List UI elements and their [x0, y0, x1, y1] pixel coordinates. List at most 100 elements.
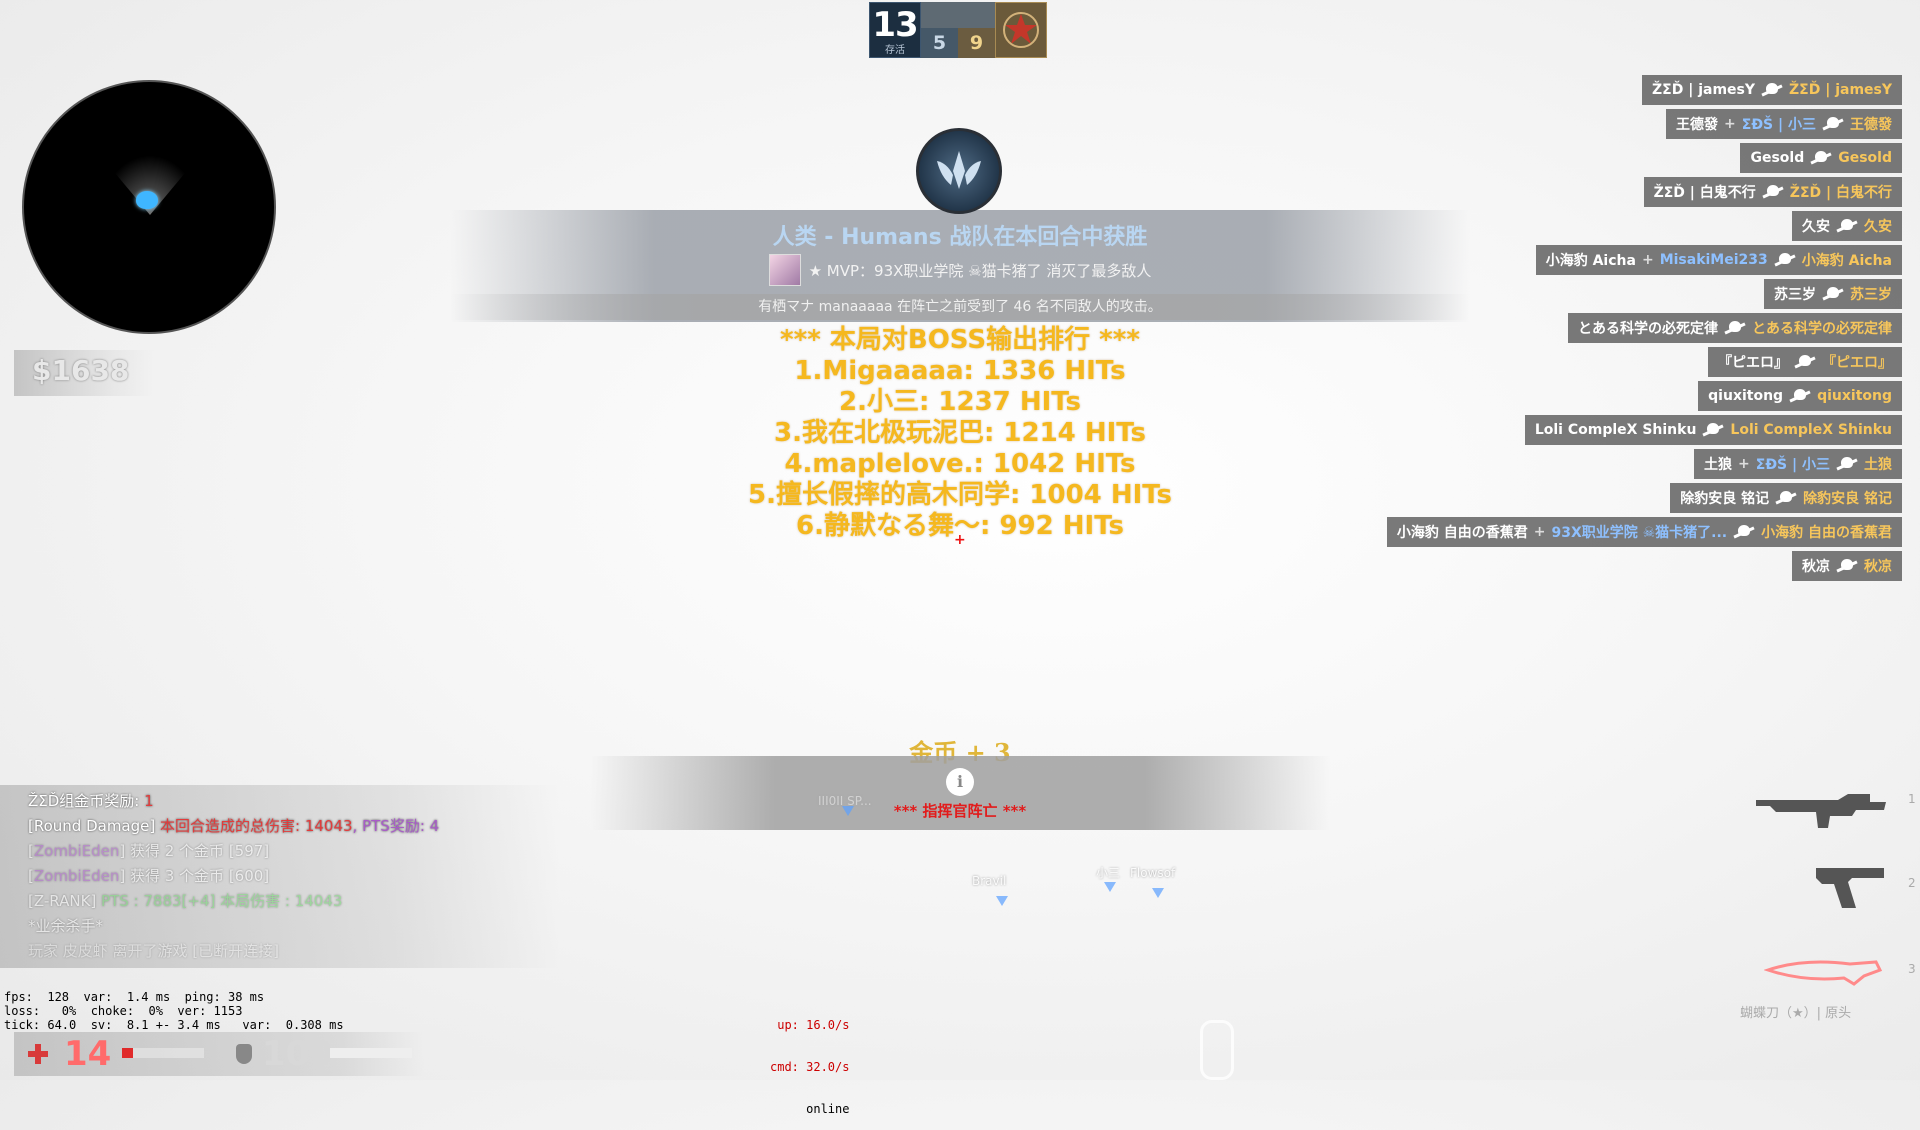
killfeed-killer: 久安 [1802, 219, 1830, 235]
chat-line: ŽΣĎ组金币奖励: 1 [28, 792, 154, 810]
killfeed-killer: 『ピエロ』 [1718, 355, 1788, 371]
killfeed-killer: ŽΣĎ | jamesY [1652, 82, 1755, 98]
killfeed-killer: Loli CompleX Shinku [1534, 422, 1697, 438]
mvp-avatar [768, 254, 801, 286]
killfeed-victim: とある科学の必死定律 [1752, 321, 1892, 337]
boss-ranking-entry: 1.Migaaaaa: 1336 HITs [794, 356, 1126, 386]
boss-damage-ranking: *** 本局对BOSS输出排行 *** 1.Migaaaaa: 1336 HIT… [600, 325, 1320, 542]
killfeed-assist-plus: + [1641, 252, 1654, 268]
armor-bar [330, 1048, 412, 1058]
skull-kill-icon [1774, 252, 1796, 268]
killfeed-entry: とある科学の必死定律 とある科学の必死定律 [1568, 313, 1902, 343]
killfeed-entry: Gesold Gesold [1740, 143, 1902, 173]
killfeed-killer: 王德發 [1676, 117, 1719, 133]
killfeed-victim: 土狼 [1864, 457, 1892, 473]
killfeed-victim: 小海豹 Aicha [1801, 253, 1892, 269]
killfeed-victim: Gesold [1838, 150, 1892, 166]
weapon-slot-pistol-icon[interactable] [1814, 862, 1890, 916]
killfeed-assist-plus: + [1738, 456, 1750, 472]
killfeed-victim: 除豹安良 铭记 [1803, 491, 1892, 507]
ct-alive-label: 存活 [885, 45, 905, 56]
weapon-slot-smg-icon[interactable] [1752, 782, 1892, 836]
skull-kill-icon [1836, 456, 1858, 472]
killfeed-entry: 苏三岁苏三岁 [1764, 279, 1902, 309]
floating-player-name: Bravil [972, 874, 1007, 888]
chat-line: *业余杀手* [28, 917, 104, 935]
killfeed-victim: ŽΣĎ | 白鬼不行 [1789, 185, 1892, 201]
boss-ranking-entry: 3.我在北极玩泥巴: 1214 HITs [773, 418, 1147, 448]
killfeed: ŽΣĎ | jamesY ŽΣĎ | jamesY 王德發 + ΣĐŠ | 小三 王德發 G… [1386, 75, 1902, 581]
killfeed-entry: Loli CompleX Shinku Loli CompleX Shinku [1524, 415, 1902, 445]
chat-log: ŽΣĎ组金币奖励: 1 [Round Damage] 本回合造成的总伤害: 14… [0, 785, 560, 968]
killfeed-killer: Gesold [1750, 150, 1805, 166]
killfeed-victim: Loli CompleX Shinku [1730, 422, 1892, 438]
boss-ranking-entry: 6.静默なる舞～: 992 HITs [796, 511, 1124, 541]
killfeed-assist-plus: + [1533, 524, 1546, 540]
killfeed-entry: 除豹安良 铭记 除豹安良 铭记 [1670, 483, 1902, 513]
money-panel: $1638 [14, 350, 154, 396]
player-marker-icon [842, 806, 854, 816]
netgraph-rates: up: 16.0/s cmd: 32.0/s online [770, 990, 849, 1130]
killfeed-killer: 除豹安良 铭记 [1680, 491, 1770, 507]
radar-player-icon [136, 191, 158, 209]
killfeed-entry: 『ピエロ』 『ピエロ』 [1708, 347, 1902, 377]
killfeed-victim: 苏三岁 [1850, 287, 1892, 303]
health-cross-icon [28, 1044, 48, 1064]
weapon-slot-number: 2 [1908, 876, 1916, 890]
killfeed-victim: 小海豹 自由の香蕉君 [1761, 525, 1892, 541]
skull-kill-icon [1733, 524, 1755, 540]
skull-kill-icon [1724, 320, 1746, 336]
killfeed-killer: 土狼 [1704, 457, 1733, 473]
t-team-emblem-icon [995, 2, 1047, 58]
boss-ranking-entry: 2.小三: 1237 HITs [838, 387, 1082, 417]
radar-north-arrow-icon [73, 73, 91, 91]
killfeed-killer: 小海豹 自由の香蕉君 [1396, 525, 1528, 541]
mvp-row: ★ MVP：93X职业学院 ☠猫卡猪了 消灭了最多敌人 [450, 254, 1470, 286]
armor-value: 100 [262, 1034, 333, 1074]
boss-ranking-entry: 4.maplelove.: 1042 HITs [784, 449, 1136, 479]
netgraph-stats: fps: 128 var: 1.4 ms ping: 38 ms loss: 0… [4, 990, 344, 1032]
skull-kill-icon [1794, 354, 1816, 370]
round-winner-title: 人类 - Humans 战队在本回合中获胜 [772, 225, 1148, 250]
netgraph-up: up: 16.0/s [777, 1018, 850, 1032]
killfeed-killer: 小海豹 Aicha [1545, 253, 1636, 269]
chat-line: [Round Damage] 本回合造成的总伤害: 14043, PTS奖励: … [28, 817, 440, 835]
killfeed-assister: 93X职业学院 ☠猫卡猪了... [1551, 525, 1728, 541]
killfeed-entry: 土狼+ΣĐŠ | 小三土狼 [1694, 449, 1902, 479]
money-value: $1638 [32, 354, 130, 387]
netgraph-cmd: cmd: 32.0/s [770, 1060, 850, 1074]
chat-line: [ZombiEden] 获得 2 个金币 [597] [28, 842, 270, 860]
weapon-slot-knife-icon[interactable] [1763, 954, 1884, 998]
killfeed-victim: 久安 [1864, 219, 1892, 235]
killfeed-entry: 秋凉秋凉 [1792, 551, 1902, 581]
skull-kill-icon [1810, 150, 1832, 166]
chat-line: [ZombiEden] 获得 3 个金币 [600] [28, 867, 270, 885]
killfeed-assist-plus: + [1724, 116, 1736, 132]
killfeed-assister: ΣĐŠ | 小三 [1741, 117, 1816, 133]
killfeed-entry: 小海豹 Aicha + MisakiMei233 小海豹 Aicha [1535, 245, 1902, 275]
crosshair-icon: + [954, 532, 966, 548]
killfeed-victim: 王德發 [1850, 117, 1892, 133]
player-marker-icon [1104, 882, 1116, 892]
killfeed-entry: ŽΣĎ | jamesY ŽΣĎ | jamesY [1642, 75, 1902, 105]
faded-hint-text: III0II SP... [818, 794, 872, 808]
armor-shield-icon [236, 1044, 252, 1064]
weapon-slot-number: 3 [1908, 962, 1916, 976]
killfeed-assister: MisakiMei233 [1659, 252, 1768, 268]
mvp-text: ★ MVP：93X职业学院 ☠猫卡猪了 消灭了最多敌人 [808, 261, 1152, 280]
ct-alive-count: 13 [872, 5, 918, 45]
top-scoreboard: 13 存活 5 9 [869, 2, 1047, 58]
skull-kill-icon [1762, 184, 1784, 200]
armor-bar-fill [330, 1048, 412, 1058]
ct-win-emblem-icon [916, 128, 1002, 214]
current-weapon-name: 蝴蝶刀（★）| 原头 [1740, 1006, 1852, 1021]
boss-ranking-header: *** 本局对BOSS输出排行 *** [780, 325, 1140, 355]
team-scores: 5 9 [921, 2, 995, 58]
weapon-slot-number: 1 [1908, 792, 1916, 806]
killfeed-victim: 秋凉 [1864, 559, 1892, 575]
killfeed-victim: ŽΣĎ | jamesY [1789, 82, 1892, 98]
killfeed-killer: とある科学の必死定律 [1578, 321, 1718, 337]
killfeed-victim: 『ピエロ』 [1822, 355, 1892, 371]
